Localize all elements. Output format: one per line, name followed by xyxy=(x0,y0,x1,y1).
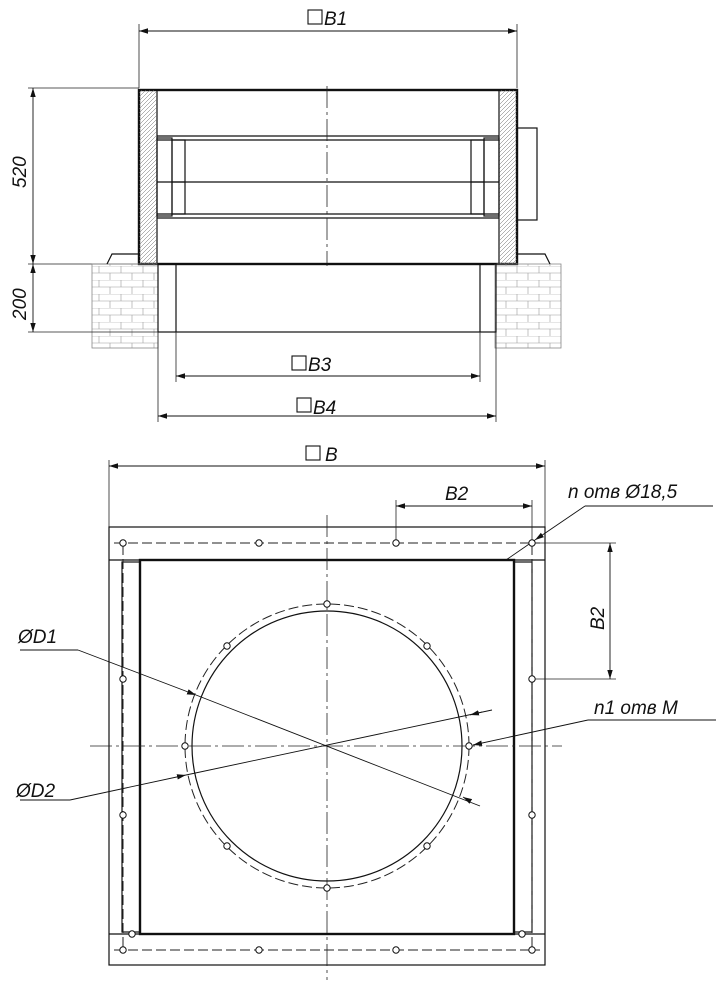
dim-520-label: 520 xyxy=(10,156,31,188)
svg-text:B4: B4 xyxy=(313,398,336,419)
label-d2: ØD2 xyxy=(15,781,56,802)
dim-b2-right-label: B2 xyxy=(588,606,609,630)
dim-b-label: B xyxy=(305,445,338,466)
svg-text:B1: B1 xyxy=(324,9,347,30)
side-view: B1 520 xyxy=(10,9,562,422)
dim-200-label: 200 xyxy=(10,288,31,321)
plan-view: B B2 B2 n отв Ø18 xyxy=(15,445,716,980)
dim-b2-top-label: B2 xyxy=(445,484,469,505)
dim-b1-label: B1 xyxy=(307,9,347,30)
dim-b4-label: B4 xyxy=(296,397,336,419)
dim-b3-label: B3 xyxy=(291,355,332,376)
flange-holes xyxy=(119,539,536,954)
pitch-circle-holes xyxy=(181,600,473,892)
label-holes: n отв Ø18,5 xyxy=(568,482,678,503)
svg-text:B: B xyxy=(325,445,338,466)
label-d1: ØD1 xyxy=(17,627,57,648)
svg-text:B3: B3 xyxy=(308,355,332,376)
label-m-holes: n1 отв M xyxy=(594,698,678,719)
